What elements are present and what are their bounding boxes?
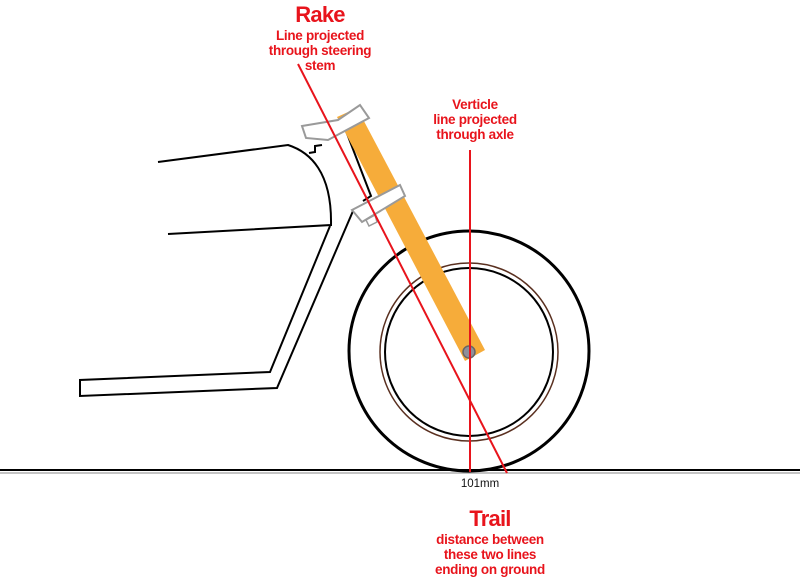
verticle-desc-line-1: Verticle [452, 97, 498, 112]
frame-outline [79, 210, 354, 398]
rake-annotation: Rake Line projected through steering ste… [245, 2, 395, 73]
rake-desc-line-1: Line projected [275, 27, 365, 43]
trail-desc-line-2: these two lines [443, 546, 537, 562]
trail-annotation: Trail distance between these two lines e… [410, 506, 570, 577]
front-fork [337, 108, 485, 361]
upper-triple-clamp [300, 103, 371, 142]
fuel-tank-outline [157, 143, 333, 235]
trail-title: Trail [469, 506, 511, 531]
trail-desc-line-1: distance between [436, 531, 544, 547]
verticle-desc-line-3: through axle [436, 127, 514, 143]
rake-line [297, 63, 508, 474]
trail-measurement: 101mm [460, 478, 500, 490]
trail-desc-line-3: ending on ground [435, 561, 545, 577]
lower-triple-clamp [350, 183, 407, 228]
rake-desc-line-3: stem [304, 57, 336, 73]
rake-title: Rake [295, 2, 345, 27]
ground-line [0, 469, 800, 474]
verticle-desc-line-2: line projected [433, 112, 517, 128]
steering-head [340, 117, 373, 202]
vertical-line-annotation: Verticle line projected through axle [405, 97, 545, 142]
rake-desc-line-2: through steering [268, 42, 372, 58]
